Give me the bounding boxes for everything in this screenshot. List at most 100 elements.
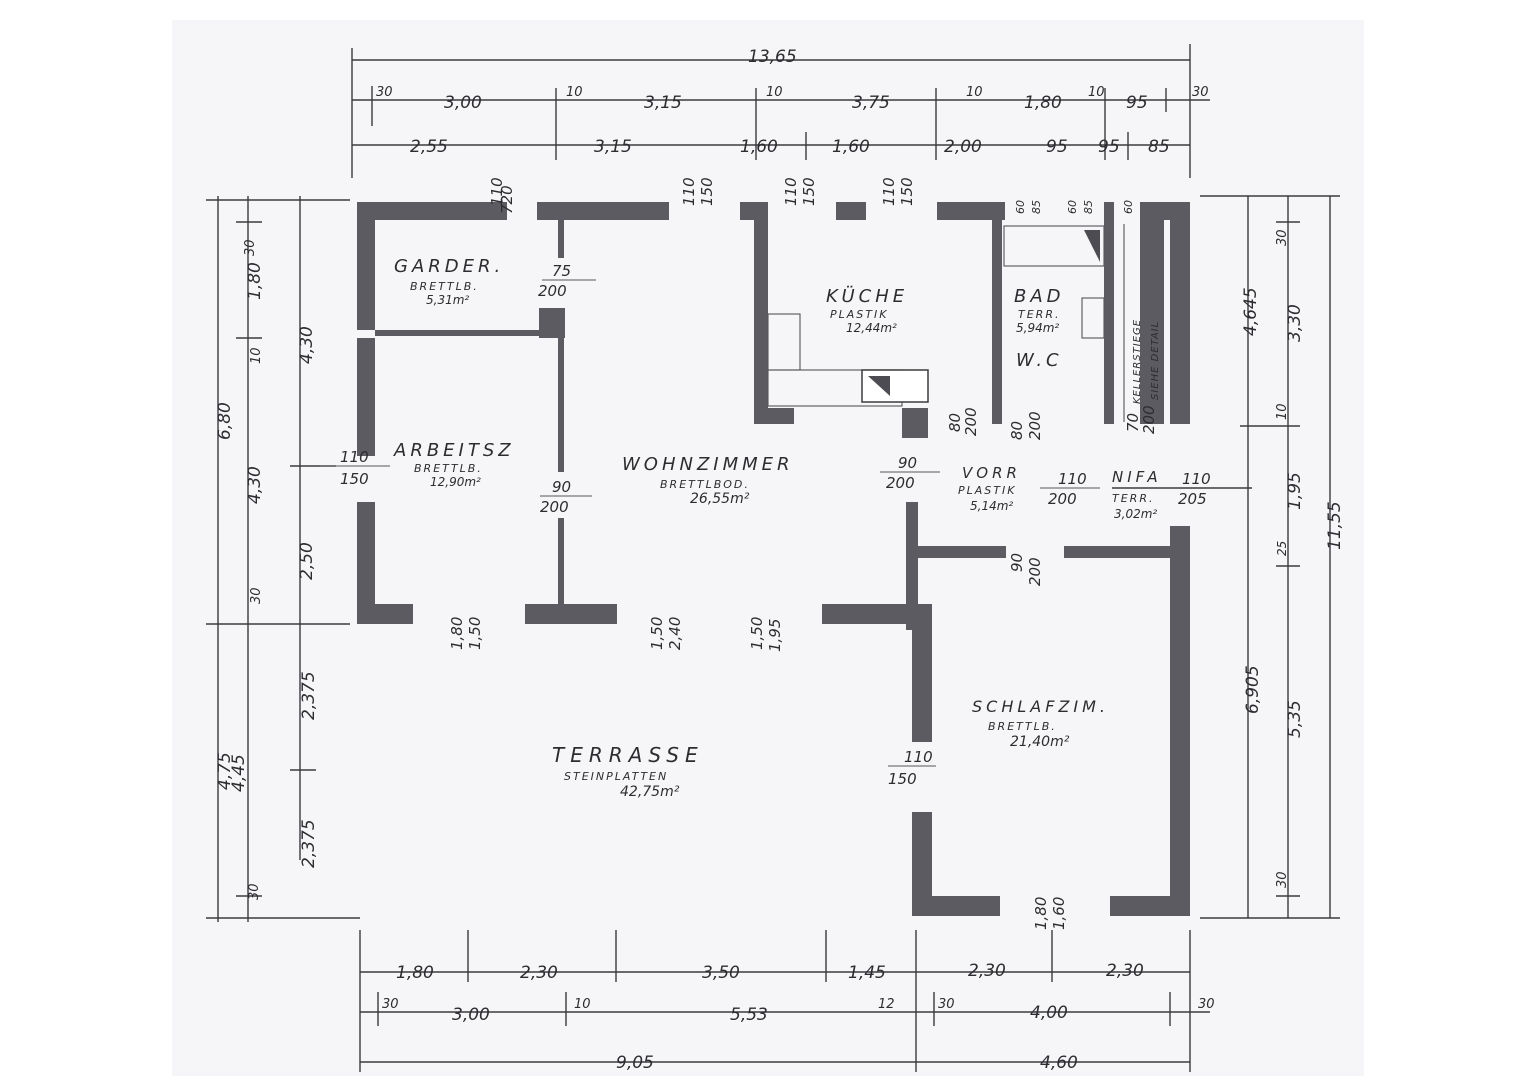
wall-bad-right — [1104, 202, 1114, 424]
room-vorr-sub: PLASTIK — [958, 484, 1016, 497]
wall-schlaf-bottom-1 — [912, 896, 1000, 916]
dim-left-mid-5: 30 — [247, 883, 262, 900]
dim-top-r2-3: 1,60 — [832, 137, 870, 157]
stove-burner — [868, 376, 890, 396]
op-kueche-b: 200 — [962, 407, 980, 436]
room-arbeitsz-sub: BRETTLB. — [414, 462, 483, 475]
op-schlaf-b: 150 — [888, 770, 917, 788]
wall-top-1 — [357, 202, 507, 220]
dim-bot-r1-5: 2,30 — [1106, 961, 1144, 981]
wall-left-upper — [357, 202, 375, 330]
room-nifa-name: NIFA — [1112, 468, 1162, 486]
op-arbl-b: 150 — [340, 470, 369, 488]
wall-bottom-left — [357, 604, 413, 624]
room-schlaf-area: 21,40m² — [1010, 734, 1070, 750]
op-bw2-a: 1,50 — [748, 617, 766, 650]
op-bad-0: 60 — [1014, 200, 1027, 214]
dim-right-inner-3: 1,95 — [1285, 472, 1305, 510]
op-sb-b: 1,60 — [1050, 897, 1068, 930]
dim-top-total: 13,65 — [748, 47, 797, 67]
dim-bot-total-1: 4,60 — [1040, 1053, 1078, 1073]
wall-kueche-corner — [902, 408, 928, 438]
wall-schlaf-left — [912, 604, 932, 742]
dim-right-mid-1: 6,905 — [1243, 665, 1263, 714]
room-kueche-sub: PLASTIK — [830, 308, 888, 321]
stove — [861, 369, 929, 403]
room-kueche-name: KÜCHE — [826, 285, 908, 307]
bathtub-shade — [1084, 230, 1100, 262]
fixtures — [767, 224, 1125, 422]
wall-bottom-3 — [822, 604, 932, 624]
op-nifa-b: 205 — [1178, 490, 1207, 508]
dim-top-r1-4: 10 — [766, 85, 783, 100]
wall-right-lower — [1170, 526, 1190, 916]
right-dimensions: 30 3,30 10 1,95 25 5,35 30 4,645 6,905 1… — [1241, 229, 1345, 888]
dim-bot-total-0: 9,05 — [616, 1053, 654, 1073]
op-nifa-a: 110 — [1182, 470, 1211, 488]
op-schlafdoor-a: 90 — [1008, 553, 1026, 572]
wall-left-lower — [357, 502, 375, 624]
dim-bot-r2-0: 30 — [382, 997, 399, 1012]
op-top-0a: 110 — [488, 177, 506, 206]
op-arbd-b: 200 — [540, 498, 569, 516]
op-garder-b: 200 — [538, 282, 567, 300]
kitchen-counter — [767, 313, 801, 371]
bathtub — [1003, 225, 1105, 267]
dim-bot-r2-1: 3,00 — [452, 1005, 490, 1025]
op-bad-4: 60 — [1122, 200, 1135, 214]
op-wohn-b: 200 — [886, 474, 915, 492]
dim-left-mid-3: 30 — [249, 587, 264, 604]
op-bw2-b: 1,95 — [766, 619, 784, 652]
op-bad-a: 80 — [1008, 421, 1026, 440]
op-arbd-a: 90 — [552, 478, 571, 496]
op-vorr-a: 110 — [1058, 470, 1087, 488]
room-terrasse-name: TERRASSE — [552, 743, 704, 767]
dim-top-r1-0: 30 — [376, 85, 393, 100]
wall-top-4 — [836, 202, 866, 220]
op-bw1-a: 1,50 — [648, 617, 666, 650]
dim-right-outer: 11,55 — [1325, 501, 1345, 550]
room-wohn-sub: BRETTLBOD. — [660, 478, 750, 491]
dim-left-outer-0: 6,80 — [215, 402, 235, 440]
op-bad-b: 200 — [1026, 411, 1044, 440]
wall-left-mid — [357, 338, 375, 456]
room-vorr-area: 5,14m² — [970, 499, 1013, 513]
dim-top-r1-1: 3,00 — [444, 93, 482, 113]
bottom-dimensions: 1,80 2,30 3,50 1,45 2,30 2,30 30 3,00 10… — [382, 961, 1215, 1073]
op-top-3a: 110 — [880, 177, 898, 206]
dim-left-mid-0: 1,80 — [245, 262, 265, 300]
room-bad-wc: W.C — [1016, 350, 1063, 371]
room-garder-area: 5,31m² — [426, 293, 469, 307]
wall-kueche-left — [754, 202, 768, 422]
room-labels: GARDER. BRETTLB. 5,31m² KÜCHE PLASTIK 12… — [393, 256, 1162, 800]
room-arbeitsz-name: ARBEITSZ — [393, 440, 515, 461]
dim-left-inner-2: 2,50 — [297, 542, 317, 580]
wall-top-5 — [937, 202, 1005, 220]
op-keller-b: 200 — [1140, 405, 1158, 434]
room-arbeitsz-area: 12,90m² — [430, 475, 481, 489]
dim-bot-r1-2: 3,50 — [702, 963, 740, 983]
walls — [357, 202, 1190, 916]
left-dimensions: 6,80 4,75 1,80 10 4,30 30 4,45 30 30 4,3… — [215, 239, 319, 900]
op-kueche-a: 80 — [946, 413, 964, 432]
dim-right-inner-1: 3,30 — [1285, 304, 1305, 342]
dim-left-inner-3: 2,375 — [299, 671, 319, 720]
room-kueche-area: 12,44m² — [846, 321, 897, 335]
dimension-lines — [206, 44, 1340, 1072]
wall-schlaf-left-low — [912, 812, 932, 916]
dim-top-r2-7: 85 — [1148, 137, 1170, 157]
wall-bottom-2 — [525, 604, 617, 624]
wall-keller-right — [1140, 202, 1164, 424]
wall-vorr-left — [906, 502, 918, 630]
dim-bot-r2-6: 4,00 — [1030, 1003, 1068, 1023]
dim-top-r2-2: 1,60 — [740, 137, 778, 157]
op-bw1-b: 2,40 — [666, 617, 684, 650]
dim-top-r1-3: 3,15 — [644, 93, 682, 113]
dim-left-inner-1: 4,30 — [297, 326, 317, 364]
dim-bot-r1-1: 2,30 — [520, 963, 558, 983]
room-nifa-sub: TERR. — [1112, 492, 1154, 505]
opening-labels: 110 720 110 150 110 150 110 150 60 85 60… — [340, 177, 1211, 930]
dim-bot-r2-2: 10 — [574, 997, 591, 1012]
op-arbl-a: 110 — [340, 448, 369, 466]
dim-top-r2-6: 95 — [1098, 137, 1120, 157]
